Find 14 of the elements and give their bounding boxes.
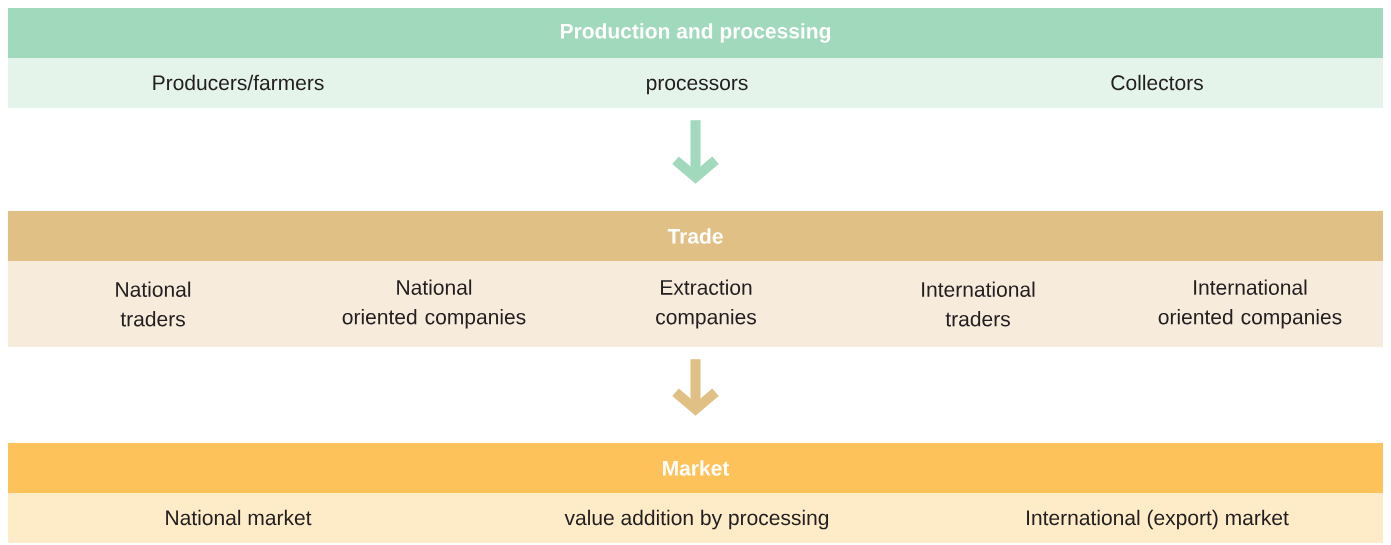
item-label: National market [166,509,312,526]
item-label: National traders [116,281,191,327]
item-label: International oriented companies [1158,279,1342,329]
header-band: Market [8,443,1383,493]
item-label: value addition by processing [564,509,829,530]
item-label: Extraction companies [656,279,756,329]
item-label: Collectors [1111,74,1203,91]
item-label: International traders [922,281,1035,327]
item-label: Producers/farmers [153,74,324,91]
header-band: Production and processing [8,8,1383,58]
item-label: International (export) market [1027,509,1289,530]
header-band: Trade [8,211,1383,261]
item-label: processors [647,78,748,95]
item-label: National oriented companies [342,279,526,329]
